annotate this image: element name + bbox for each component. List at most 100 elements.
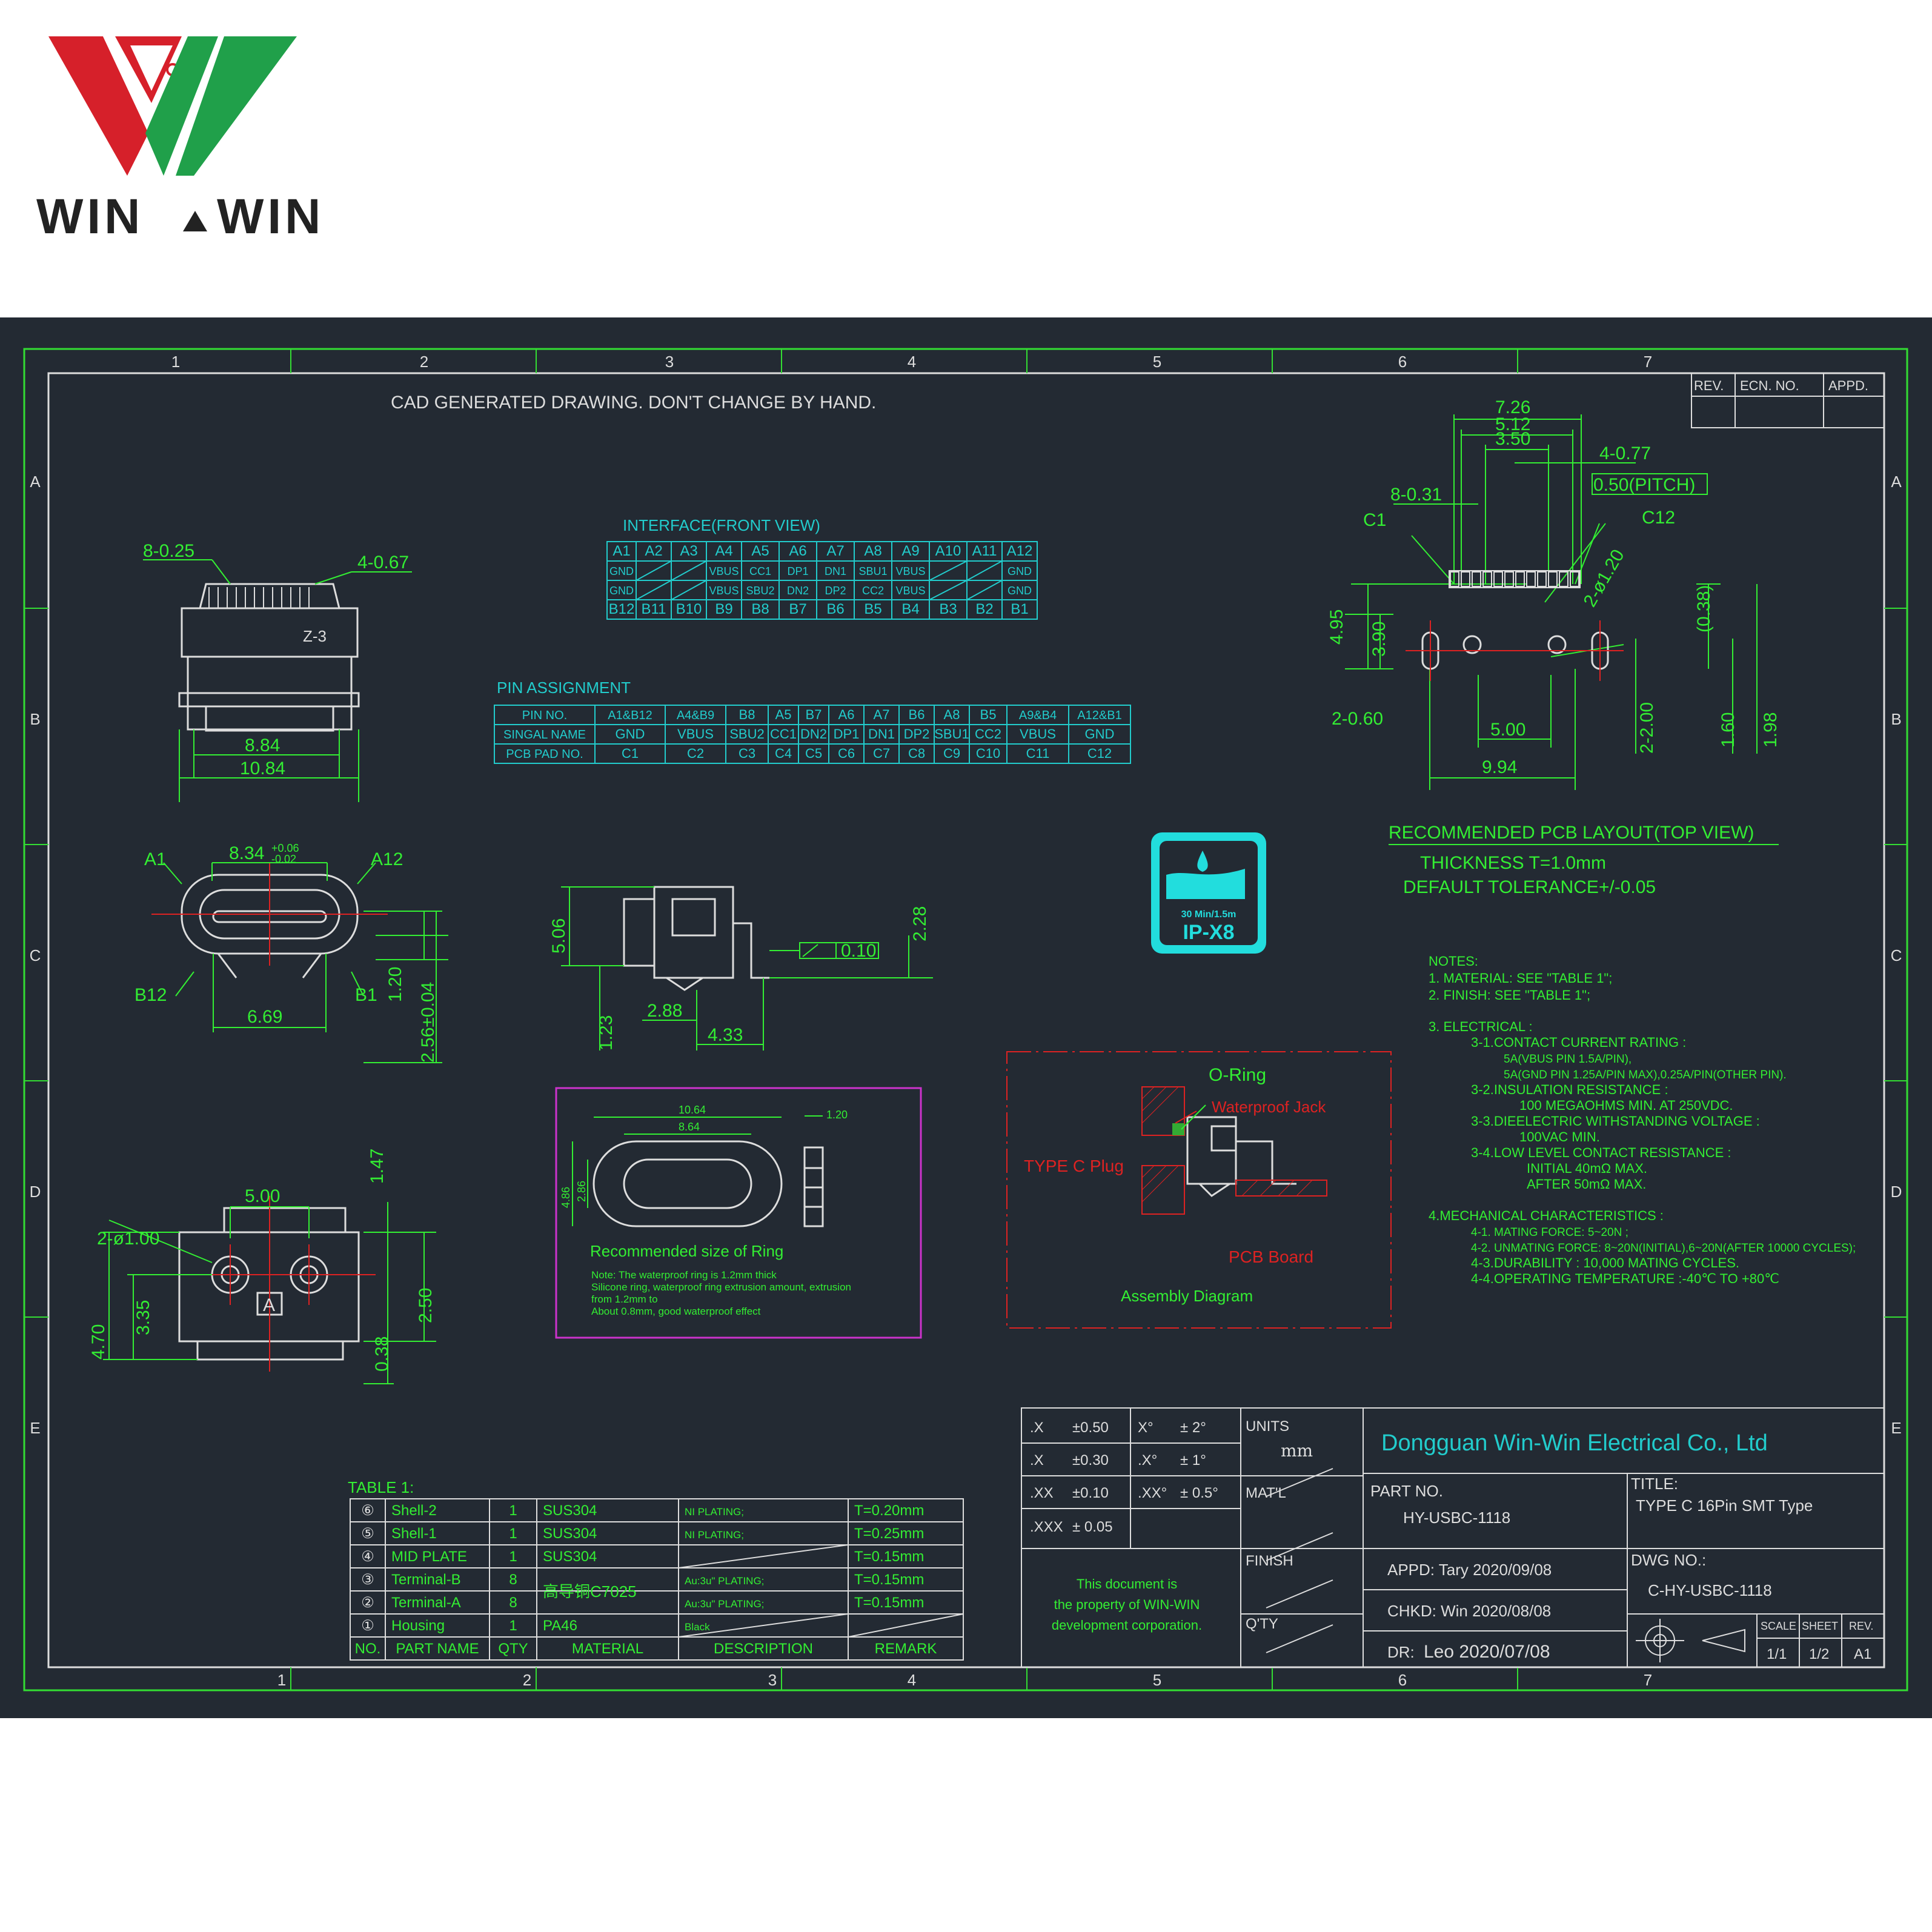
table1-text: ①: [361, 1618, 374, 1634]
pcb-dim-512: 5.12: [1495, 414, 1530, 434]
note-10: 100VAC MIN.: [1519, 1129, 1600, 1144]
label-b12: B12: [134, 985, 167, 1005]
label-a12: A12: [371, 849, 403, 869]
pcb-dim-2-200: 2-2.00: [1637, 702, 1657, 754]
z3-mark: Z-3: [303, 627, 327, 645]
pcb-layout-title: RECOMMENDED PCB LAYOUT(TOP VIEW): [1389, 823, 1754, 843]
ring-box: [555, 1087, 922, 1339]
assembly-jack: Waterproof Jack: [1212, 1098, 1326, 1116]
dim-123: 1.23: [596, 1015, 616, 1051]
dim-120: 1.20: [385, 967, 405, 1002]
interface-cell-text: B6: [826, 601, 844, 617]
pcb-dim-495: 4.95: [1327, 609, 1347, 645]
dim-038: 0.38: [372, 1336, 392, 1372]
label-a1: A1: [144, 849, 167, 869]
interface-cell-text: B5: [864, 601, 881, 617]
interface-cell-text: B12: [609, 601, 635, 617]
pin-cell-text: CC2: [975, 726, 1001, 742]
dim-335: 3.35: [133, 1300, 153, 1335]
logo-text: WIN: [36, 189, 144, 244]
tol-0-d: ± 2°: [1180, 1419, 1206, 1436]
tol-2-a: .XX: [1030, 1485, 1054, 1501]
pin-cell-text: DN2: [800, 726, 827, 742]
dim-506: 5.06: [549, 918, 569, 954]
tol-2-d: ± 0.5°: [1180, 1485, 1218, 1501]
tol-2-c: .XX°: [1138, 1485, 1167, 1501]
dim-834-tol-up: +0.06: [271, 842, 299, 854]
property-line-2: the property of WIN-WIN: [1054, 1597, 1200, 1612]
zone-col-7: 7: [1644, 353, 1652, 371]
table1-text: Terminal-B: [391, 1572, 461, 1588]
logo-mark-icon: [48, 36, 297, 176]
note-9: 3-3.DIEELECTRIC WITHSTANDING VOLTAGE :: [1471, 1114, 1760, 1129]
interface-empty-slash: [929, 560, 968, 581]
interface-cell-text: B11: [642, 601, 666, 617]
table1-text: NO.: [355, 1641, 381, 1657]
table1-merged-material: 高导铜C7025: [543, 1582, 637, 1601]
logo-text-2: WIN: [217, 189, 324, 244]
pin-cell-text: B7: [806, 707, 822, 722]
outer-frame: [23, 348, 1908, 1691]
interface-empty-slash: [636, 580, 672, 600]
dim-1084: 10.84: [240, 759, 285, 778]
note-15: 4-1. MATING FORCE: 5~20N ;: [1471, 1226, 1628, 1239]
pcb-pad: [1570, 571, 1579, 587]
dim-8-025: 8-0.25: [143, 541, 194, 561]
pin-cell-text: B5: [980, 707, 997, 722]
zone-row-b: B: [30, 710, 40, 728]
interface-cell-text: GND: [1007, 565, 1032, 577]
ring-note-4: About 0.8mm, good waterproof effect: [591, 1306, 761, 1317]
zone-col-6b: 6: [1398, 1671, 1407, 1689]
zone-col-5: 5: [1153, 353, 1161, 371]
zone-col-5b: 5: [1153, 1671, 1161, 1689]
interface-empty-slash: [966, 560, 1003, 581]
ring-dim-286: 2.86: [576, 1181, 588, 1202]
dwg-label: DWG NO.:: [1631, 1551, 1706, 1569]
pcb-thickness: THICKNESS T=1.0mm: [1420, 853, 1606, 873]
pin-cell-text: A4&B9: [677, 709, 714, 722]
interface-cell-text: B8: [751, 601, 769, 617]
scale-label: SCALE: [1761, 1620, 1796, 1632]
pin-cell-text: VBUS: [677, 726, 714, 742]
pcb-pad: [1493, 571, 1503, 587]
pcb-dim-2-060: 2-0.60: [1332, 709, 1383, 729]
tol-0-b: ±0.50: [1072, 1419, 1109, 1436]
pin-cell-text: C2: [687, 746, 704, 761]
table1-text: T=0.25mm: [854, 1525, 924, 1542]
zone-col-1b: 1: [277, 1671, 286, 1689]
dim-834: 8.34: [229, 843, 264, 863]
ring-note-2: Silicone ring, waterproof ring extrusion…: [591, 1281, 851, 1293]
ring-note-3: from 1.2mm to: [591, 1293, 658, 1305]
dim-288: 2.88: [647, 1001, 682, 1021]
rev-header-rev: REV.: [1694, 378, 1724, 393]
pin-cell-text: DP2: [904, 726, 930, 742]
interface-cell-text: CC2: [862, 585, 884, 597]
interface-cell-text: B9: [715, 601, 732, 617]
pin-cell-text: SBU2: [729, 726, 764, 742]
pcb-pad: [1537, 571, 1547, 587]
appd: APPD: Tary 2020/09/08: [1387, 1561, 1552, 1579]
part-no: HY-USBC-1118: [1403, 1509, 1510, 1527]
dim-433: 4.33: [708, 1025, 743, 1045]
pin-cell-text: A12&B1: [1077, 709, 1121, 722]
interface-cell-text: A6: [789, 543, 806, 559]
pcb-dim-500: 5.00: [1490, 720, 1525, 740]
pcb-pad: [1548, 571, 1558, 587]
pin-cell-text: C7: [873, 746, 890, 761]
interface-cell-text: VBUS: [895, 565, 925, 577]
interface-cell-text: DP1: [787, 565, 808, 577]
assembly-caption: Assembly Diagram: [1121, 1287, 1253, 1305]
interface-cell-text: B2: [975, 601, 993, 617]
note-18: 4-4.OPERATING TEMPERATURE :-40℃ TO +80℃: [1471, 1271, 1779, 1286]
note-11: 3-4.LOW LEVEL CONTACT RESISTANCE :: [1471, 1145, 1731, 1160]
pcb-c1: C1: [1363, 510, 1386, 530]
interface-cell-text: A4: [715, 543, 732, 559]
zone-row-d: D: [30, 1183, 41, 1201]
note-6: 5A(GND PIN 1.25A/PIN MAX),0.25A/PIN(OTHE…: [1504, 1069, 1787, 1081]
pin-cell-text: C9: [943, 746, 960, 761]
table1-text: 8: [509, 1595, 517, 1611]
pin-cell-text: C12: [1087, 746, 1112, 761]
dim-669: 6.69: [247, 1007, 282, 1027]
interface-title: INTERFACE(FRONT VIEW): [623, 516, 820, 534]
